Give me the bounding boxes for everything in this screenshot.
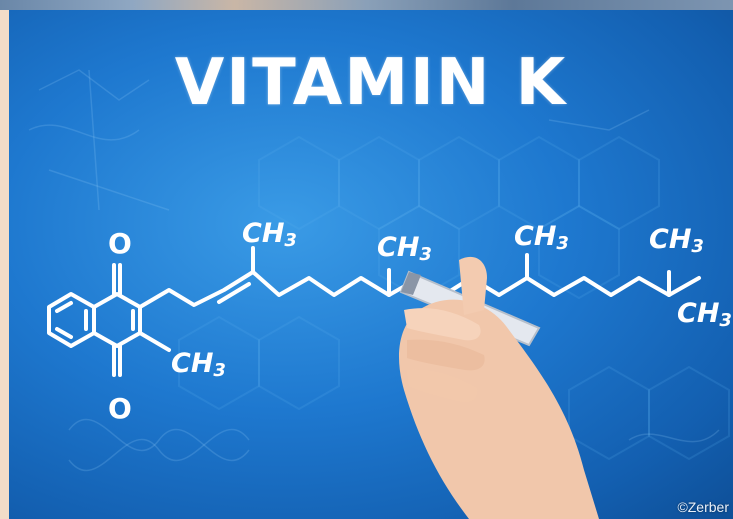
ch3-label-3: CH3 <box>514 221 569 254</box>
left-page-border <box>0 10 9 519</box>
vitamin-k-photo: VITAMIN K O O CH3 CH3 CH3 CH3 CH3 CH3 ©Z… <box>9 10 733 519</box>
top-photo-strip <box>0 0 733 10</box>
hand-with-marker <box>399 256 599 519</box>
ch3-label-1: CH3 <box>242 218 297 251</box>
background-decor <box>28 69 730 519</box>
ch3-label-2: CH3 <box>377 232 432 265</box>
molecule-skeleton <box>47 246 701 377</box>
oxygen-top-label: O <box>108 227 132 260</box>
photo-credit: ©Zerber <box>677 499 729 515</box>
oxygen-bottom-label: O <box>108 392 132 425</box>
ch3-label-4: CH3 <box>649 224 704 257</box>
ch3-label-5: CH3 <box>677 298 732 331</box>
ch3-ring-label: CH3 <box>171 348 226 381</box>
vitamin-k-title: VITAMIN K <box>174 46 568 120</box>
